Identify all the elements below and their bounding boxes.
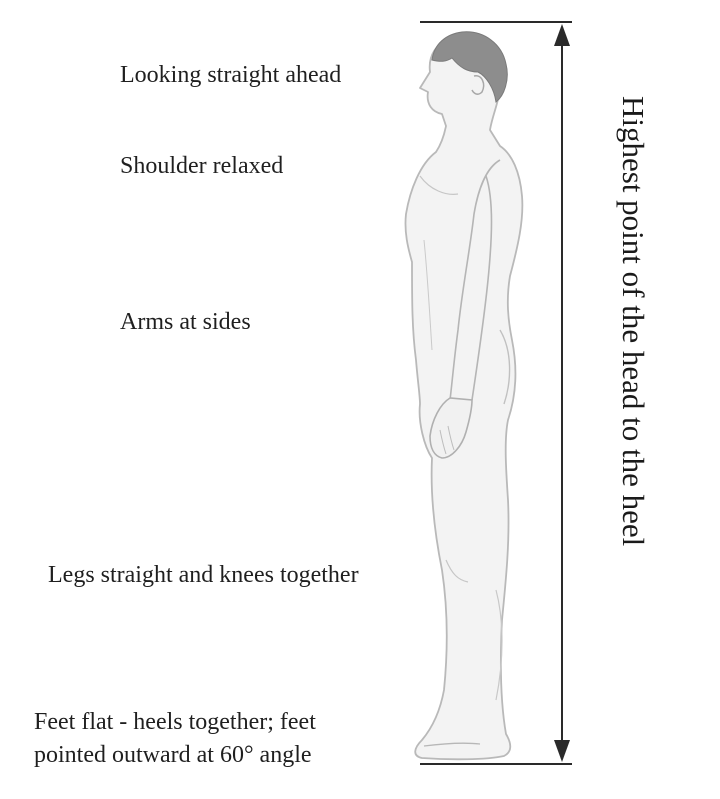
- measurement-label: Highest point of the head to the heel: [616, 96, 651, 547]
- finger-lines: [439, 425, 455, 455]
- hand: [429, 397, 473, 459]
- ear: [471, 75, 485, 95]
- label-arms-at-sides: Arms at sides: [120, 309, 251, 335]
- forearm: [471, 175, 493, 401]
- label-looking-straight-ahead: Looking straight ahead: [120, 62, 342, 88]
- arrow-head-down: [554, 740, 570, 762]
- calf-line: [495, 589, 503, 701]
- label-legs-straight: Legs straight and knees together: [48, 562, 359, 588]
- height-arrow: [554, 24, 570, 762]
- label-feet-line-1: Feet flat - heels together; feet: [34, 709, 316, 735]
- label-feet-position: Feet flat - heels together; feet pointed…: [34, 706, 316, 772]
- label-feet-line-2: pointed outward at 60° angle: [34, 742, 312, 768]
- knee-line: [445, 559, 469, 583]
- hair: [431, 31, 508, 103]
- foot-detail: [423, 742, 481, 747]
- chest-line: [419, 175, 459, 195]
- label-shoulder-relaxed: Shoulder relaxed: [120, 153, 284, 179]
- glute-line: [499, 329, 511, 405]
- abdomen-line: [423, 239, 433, 351]
- arm: [449, 159, 501, 401]
- arrow-head-up: [554, 24, 570, 46]
